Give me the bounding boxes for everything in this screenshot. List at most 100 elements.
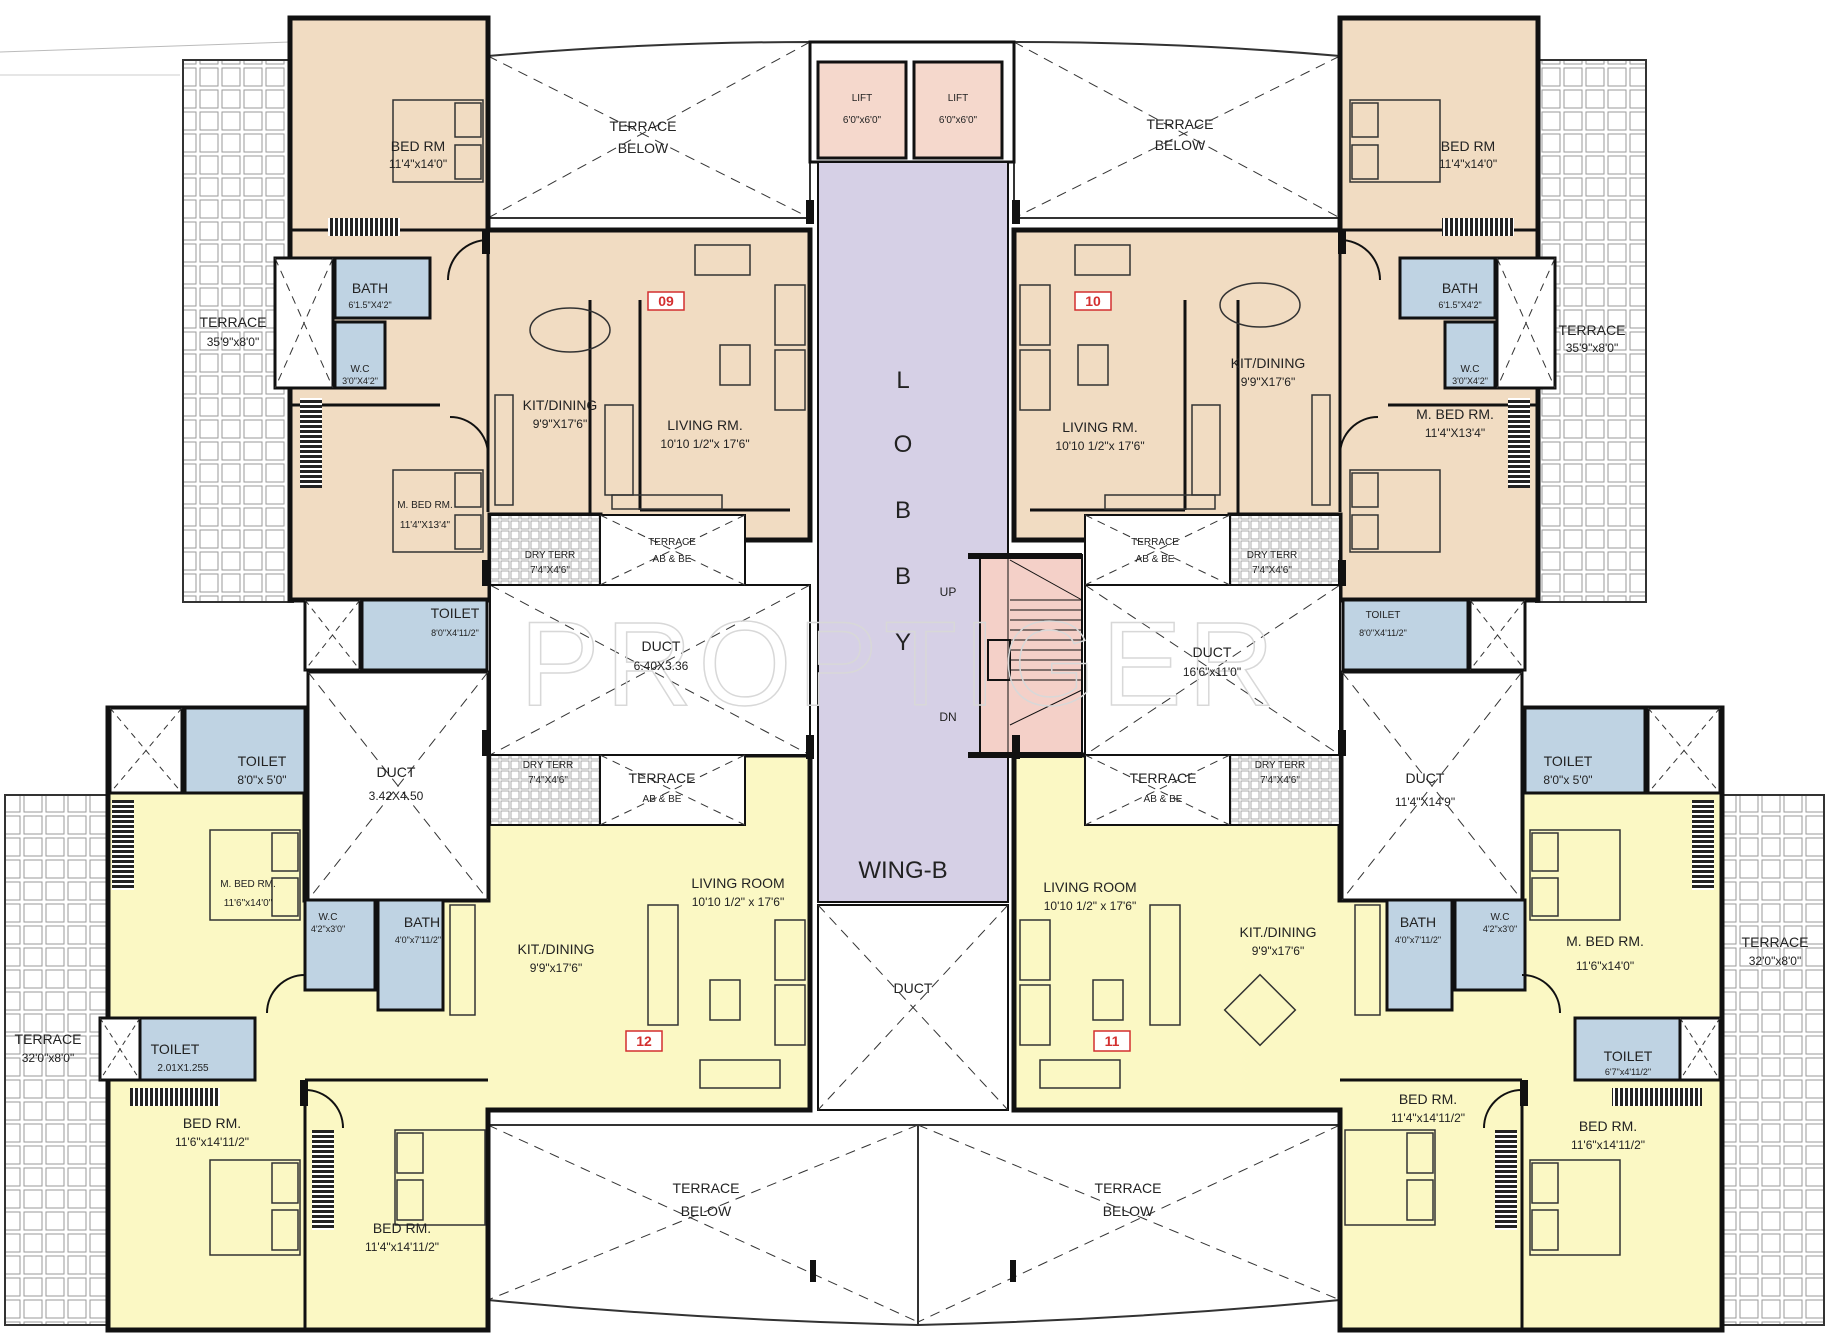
flat-number-09: 09 [647, 291, 685, 311]
room-size: 7'4"X4'6" [1252, 565, 1292, 576]
room-size: 11'4"x14'11/2" [365, 1240, 439, 1254]
wall [968, 553, 1082, 559]
room-size: 6'1.5"X4'2" [1438, 300, 1481, 310]
room-label: M. BED RM. [1416, 406, 1494, 422]
duct-left [306, 670, 490, 902]
room-label: TERRACE [648, 537, 696, 548]
room-size: 9'9"X17'6" [1241, 375, 1295, 389]
room-label: KIT./DINING [517, 941, 594, 957]
terrace-label: BELOW [681, 1203, 732, 1219]
wardrobe [312, 1130, 334, 1230]
column [810, 1260, 816, 1282]
dry-terrace-09 [489, 514, 601, 586]
wardrobe [1508, 398, 1530, 488]
room-label: M. BED RM. [1566, 933, 1644, 949]
doors [266, 239, 1561, 1129]
room-size: 10'10 1/2"x 17'6" [1055, 439, 1144, 453]
room-size: 7'4"X4'6" [528, 775, 568, 786]
room-label: KIT/DINING [1231, 355, 1306, 371]
bath-11 [1385, 898, 1454, 1012]
room-size: 4'0"x7'11/2" [1395, 935, 1441, 945]
room-label: TERRACE [1130, 770, 1197, 786]
toilet-12 [183, 706, 307, 795]
duct-right [1340, 670, 1524, 902]
wardrobe [328, 218, 400, 236]
room-label: W.C [351, 364, 370, 375]
terrace-label: TERRACE [673, 1180, 740, 1196]
room-size: 4'0"x7'11/2" [395, 935, 441, 945]
terrace-size: 32'0"x8'0" [22, 1051, 74, 1065]
duct-size: 11'4"X14'9" [1395, 795, 1455, 809]
terrace-below-bottom-left [487, 1124, 919, 1327]
room-label: LIVING ROOM [1043, 879, 1136, 895]
room-label: DRY TERR [1247, 550, 1298, 561]
walls-bottom [108, 791, 1722, 1330]
flat-11 [1011, 705, 1725, 1333]
room-size: 9'9"X17'6" [533, 417, 587, 431]
columns [300, 200, 1528, 1106]
room-size: 6'1.5"X4'2" [348, 300, 391, 310]
dry-terrace-11 [1229, 754, 1341, 826]
room-size: 3'0"X4'2" [342, 376, 378, 386]
stair-up-label: UP [940, 585, 957, 599]
duct-size: 16'6"x11'0" [1183, 665, 1241, 679]
room-size: 10'10 1/2" x 17'6" [1044, 899, 1137, 913]
svg-text:12: 12 [636, 1033, 652, 1049]
bath-09 [333, 256, 432, 320]
terrace-label: TERRACE [200, 314, 267, 330]
room-size: 11'4"x14'0" [389, 157, 447, 171]
room-label: BED RM. [183, 1115, 241, 1131]
room-label: KIT/DINING [523, 397, 598, 413]
room-size: 10'10 1/2" x 17'6" [692, 895, 785, 909]
duct-size: 6.40X3.36 [634, 659, 689, 673]
room-label: BATH [1400, 914, 1436, 930]
room-label: M. BED RM. [220, 879, 276, 890]
site-line [0, 41, 291, 53]
svg-text:09: 09 [658, 293, 674, 309]
wing-label: WING-B [858, 857, 947, 884]
duct-label: DUCT [894, 980, 933, 996]
room-label: BED RM. [373, 1220, 431, 1236]
room-label: LIVING ROOM [691, 875, 784, 891]
side-terrace-bottom-left [4, 794, 116, 1326]
room-size: 11'4"X13'4" [400, 520, 451, 531]
stair-dn-label: DN [939, 710, 956, 724]
terrace-label: TERRACE [1742, 934, 1809, 950]
terrace-size: 35'9"x8'0" [1566, 341, 1618, 355]
duct-center [817, 904, 1009, 1111]
wardrobe [1442, 218, 1514, 236]
duct-label: DUCT [377, 764, 416, 780]
room-label: TOILET [1604, 1048, 1653, 1064]
room-size: 7'4"X4'6" [530, 565, 570, 576]
stair [979, 554, 1083, 756]
room-label: DRY TERR [523, 760, 574, 771]
room-label: W.C [1461, 364, 1480, 375]
lobby-letter: B [895, 563, 911, 590]
wardrobe [130, 1088, 220, 1106]
bath-10 [1398, 256, 1497, 320]
terrace-label: TERRACE [1095, 1180, 1162, 1196]
room-label: BED RM [1441, 138, 1495, 154]
lift-2-size: 6'0"x6'0" [939, 115, 978, 126]
room-label: TOILET [151, 1041, 200, 1057]
flat-number-12: 12 [625, 1030, 663, 1052]
terrace-size: 32'0"x8'0" [1749, 954, 1801, 968]
room-size: AB & BE [1144, 794, 1183, 805]
watermark: PROPTIGER [520, 597, 1281, 731]
room-size: 11'6"x14'11/2" [175, 1135, 249, 1149]
terrace-label: TERRACE [610, 118, 677, 134]
side-terrace-bottom-right [1715, 794, 1825, 1326]
duct-label: DUCT [1406, 770, 1445, 786]
furniture [209, 99, 1621, 1256]
room-label: BED RM. [1399, 1091, 1457, 1107]
room-label: M. BED RM. [397, 500, 453, 511]
column [1010, 1260, 1016, 1282]
lift-1-label: LIFT [852, 93, 873, 104]
lift-block [808, 40, 1016, 164]
duct-size: 3.42X4.50 [369, 789, 424, 803]
svg-text:10: 10 [1085, 293, 1101, 309]
room-size: AB & BE [643, 794, 682, 805]
terrace-ab-09 [599, 514, 746, 586]
room-label: TERRACE [629, 770, 696, 786]
